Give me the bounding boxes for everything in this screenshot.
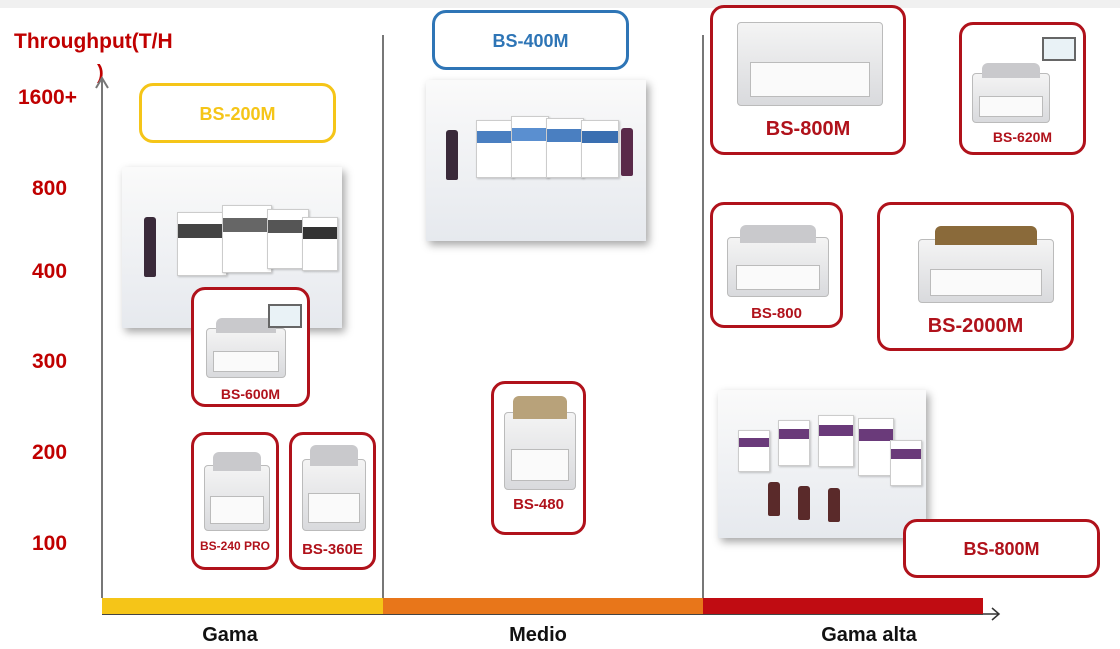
analyzer-image bbox=[204, 451, 270, 531]
product-box-bs-240-pro: BS-240 PRO bbox=[191, 432, 279, 570]
analyzer-image bbox=[206, 318, 286, 378]
product-label: BS-360E bbox=[302, 541, 363, 558]
category-label: Gama bbox=[202, 624, 258, 646]
product-label: BS-800M bbox=[963, 539, 1040, 559]
y-axis-title: Throughput(T/H bbox=[14, 30, 173, 53]
product-box-bs-400m: BS-400M bbox=[432, 10, 629, 70]
analyzer-image bbox=[727, 225, 829, 297]
product-label: BS-200M bbox=[199, 104, 276, 124]
reagent-photo bbox=[718, 390, 926, 538]
product-box-bs-360e: BS-360E bbox=[289, 432, 376, 570]
x-axis-arrow-icon bbox=[991, 607, 1001, 621]
y-tick: 1600+ bbox=[18, 86, 77, 109]
monitor-image bbox=[1042, 37, 1076, 61]
y-tick: 200 bbox=[32, 441, 68, 464]
analyzer-image bbox=[504, 396, 576, 490]
category-label: Gama alta bbox=[821, 624, 917, 646]
analyzer-image bbox=[737, 22, 883, 106]
product-label: BS-400M bbox=[492, 31, 569, 51]
product-box-bs-800: BS-800 bbox=[710, 202, 843, 328]
category-label: Medio bbox=[509, 624, 567, 646]
analyzer-image bbox=[972, 63, 1050, 123]
product-box-bs-2000m: BS-2000M bbox=[877, 202, 1074, 351]
category-bar-gama-alta bbox=[703, 598, 983, 615]
product-box-bs-480: BS-480 bbox=[491, 381, 586, 535]
product-label: BS-480 bbox=[513, 496, 564, 513]
product-label: BS-600M bbox=[220, 386, 281, 402]
y-tick: 100 bbox=[32, 532, 68, 555]
analyzer-image bbox=[302, 444, 366, 531]
product-label: BS-620M bbox=[992, 129, 1053, 145]
product-box-bs-600m: BS-600M bbox=[191, 287, 310, 407]
product-box-bs-800m-top: BS-800M bbox=[710, 5, 906, 155]
y-tick: 800 bbox=[32, 177, 68, 200]
product-label: BS-240 PRO bbox=[199, 539, 271, 553]
product-label: BS-800M bbox=[765, 118, 851, 140]
y-tick: 300 bbox=[32, 350, 68, 373]
monitor-image bbox=[268, 304, 302, 328]
category-bar-gama bbox=[102, 598, 383, 615]
top-strip bbox=[0, 0, 1120, 8]
category-bar-medio bbox=[383, 598, 703, 615]
analyzer-image bbox=[918, 226, 1054, 303]
product-box-bs-800m-bottom: BS-800M bbox=[903, 519, 1100, 578]
y-axis-arrow-icon bbox=[95, 76, 109, 89]
reagent-photo bbox=[426, 80, 646, 241]
product-label: BS-2000M bbox=[927, 315, 1024, 337]
product-box-bs-200m: BS-200M bbox=[139, 83, 336, 143]
y-axis-title-wrap: ) bbox=[97, 62, 104, 84]
product-label: BS-800 bbox=[751, 305, 802, 322]
product-box-bs-620m: BS-620M bbox=[959, 22, 1086, 155]
y-tick: 400 bbox=[32, 260, 68, 283]
